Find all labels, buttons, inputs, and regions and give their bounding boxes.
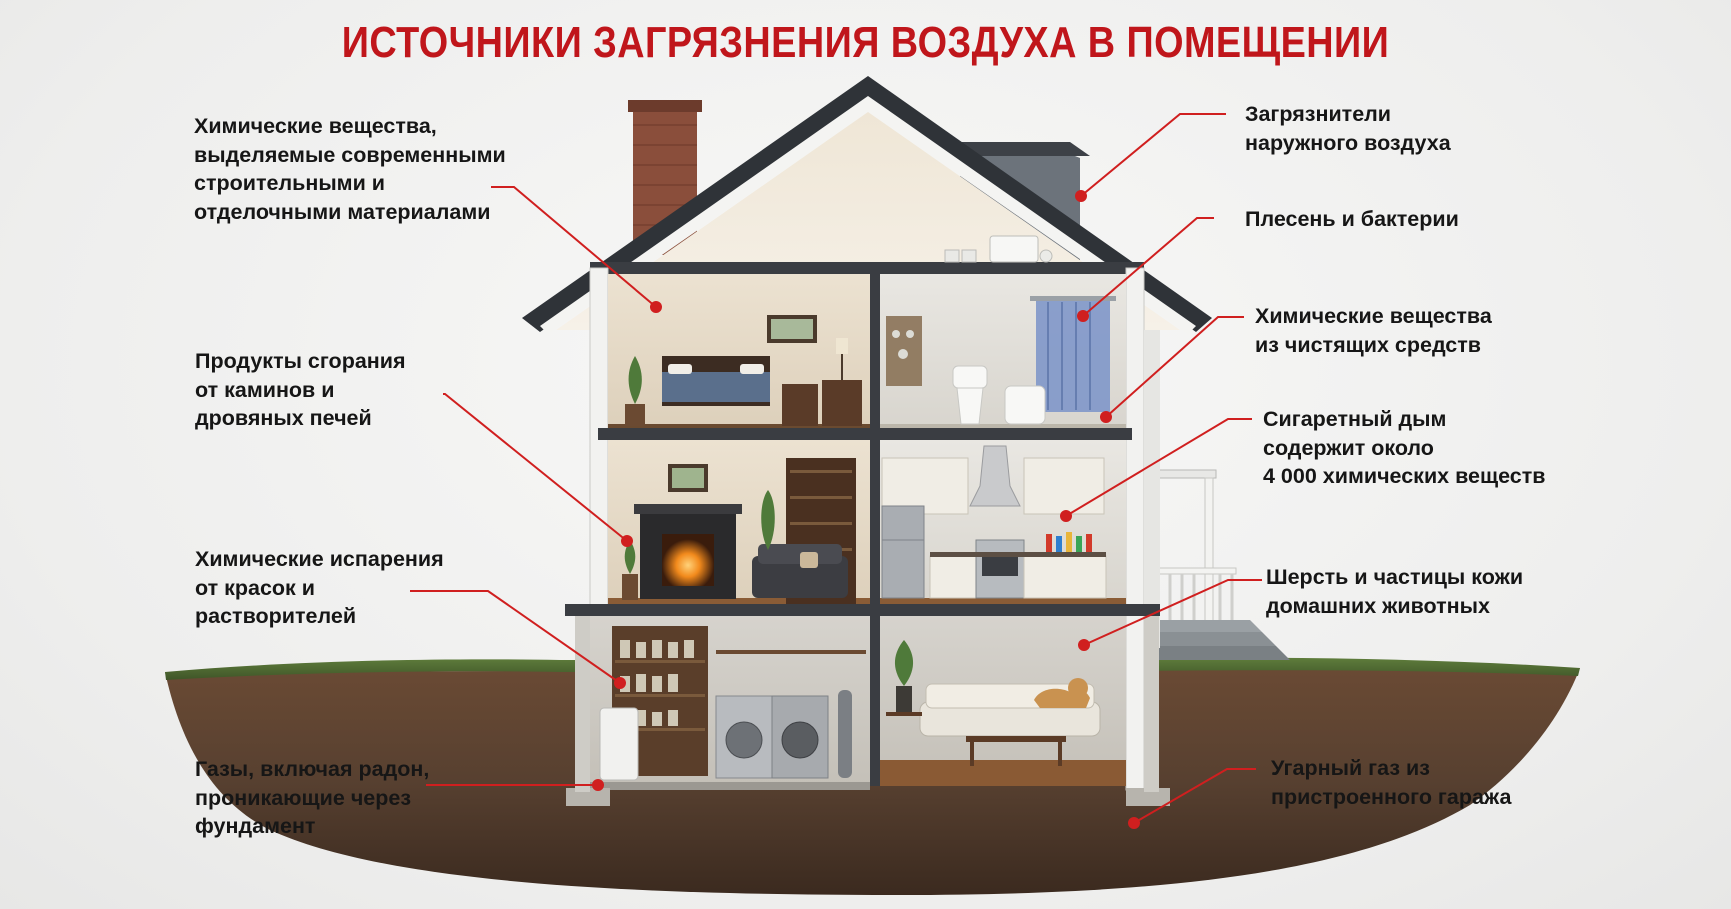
callout-radon: Газы, включая радон, проникающие через ф… <box>195 757 430 838</box>
pointer-dots <box>592 190 1140 829</box>
kitchen <box>880 440 1126 604</box>
callout-outdoor-pollutants: Загрязнители наружного воздуха <box>1245 102 1451 155</box>
floor-slabs <box>565 272 1160 786</box>
callout-cleaners: Химические вещества из чистящих средств <box>1255 304 1492 357</box>
bathroom <box>880 274 1126 428</box>
callout-building-materials: Химические вещества, выделяемые современ… <box>194 114 506 224</box>
callout-smoke: Сигаретный дым содержит около 4 000 хими… <box>1263 407 1546 488</box>
pointer-lines <box>410 113 1262 824</box>
basement-family-room <box>880 616 1126 786</box>
basement-storage <box>590 616 870 790</box>
callout-mold: Плесень и бактерии <box>1245 207 1459 231</box>
callout-pets: Шерсть и частицы кожи домашних животных <box>1266 565 1524 618</box>
callout-combustion: Продукты сгорания от каминов и дровяных … <box>195 349 406 430</box>
living-room <box>608 440 870 604</box>
bedroom <box>608 274 870 428</box>
callout-paints: Химические испарения от красок и раствор… <box>195 547 444 628</box>
attic <box>944 235 1053 263</box>
callout-garage: Угарный газ из пристроенного гаража <box>1271 756 1512 809</box>
page-title: ИСТОЧНИКИ ЗАГРЯЗНЕНИЯ ВОЗДУХА В ПОМЕЩЕНИ… <box>341 18 1390 67</box>
